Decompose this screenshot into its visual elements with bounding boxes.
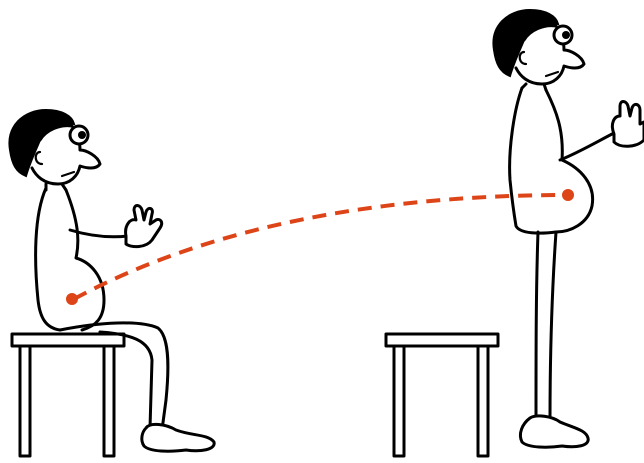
standing-head bbox=[493, 10, 584, 90]
sitting-center-of-mass-dot bbox=[66, 293, 78, 305]
standing-hand bbox=[612, 102, 644, 147]
left-stool bbox=[12, 334, 124, 456]
standing-hair bbox=[493, 10, 558, 76]
right-stool bbox=[386, 334, 498, 456]
standing-ear bbox=[520, 52, 526, 64]
standing-leg bbox=[536, 232, 556, 420]
sitting-ear bbox=[36, 152, 42, 164]
sitting-eye-pupil bbox=[78, 131, 86, 139]
standing-center-of-mass-dot bbox=[562, 189, 574, 201]
standing-foot bbox=[520, 416, 588, 447]
standing-eye-pupil bbox=[562, 31, 570, 39]
standing-arm bbox=[560, 132, 616, 160]
standing-torso bbox=[510, 88, 556, 233]
sitting-head bbox=[9, 110, 100, 190]
sitting-hair bbox=[9, 110, 74, 176]
standing-mouth bbox=[546, 72, 558, 76]
sitting-hand bbox=[126, 206, 162, 247]
sitting-torso bbox=[36, 188, 60, 330]
sitting-belly bbox=[66, 190, 104, 330]
sitting-foot bbox=[142, 424, 214, 451]
sitting-mouth bbox=[62, 172, 74, 176]
standing-belly bbox=[546, 90, 593, 232]
standing-figure bbox=[493, 10, 644, 447]
